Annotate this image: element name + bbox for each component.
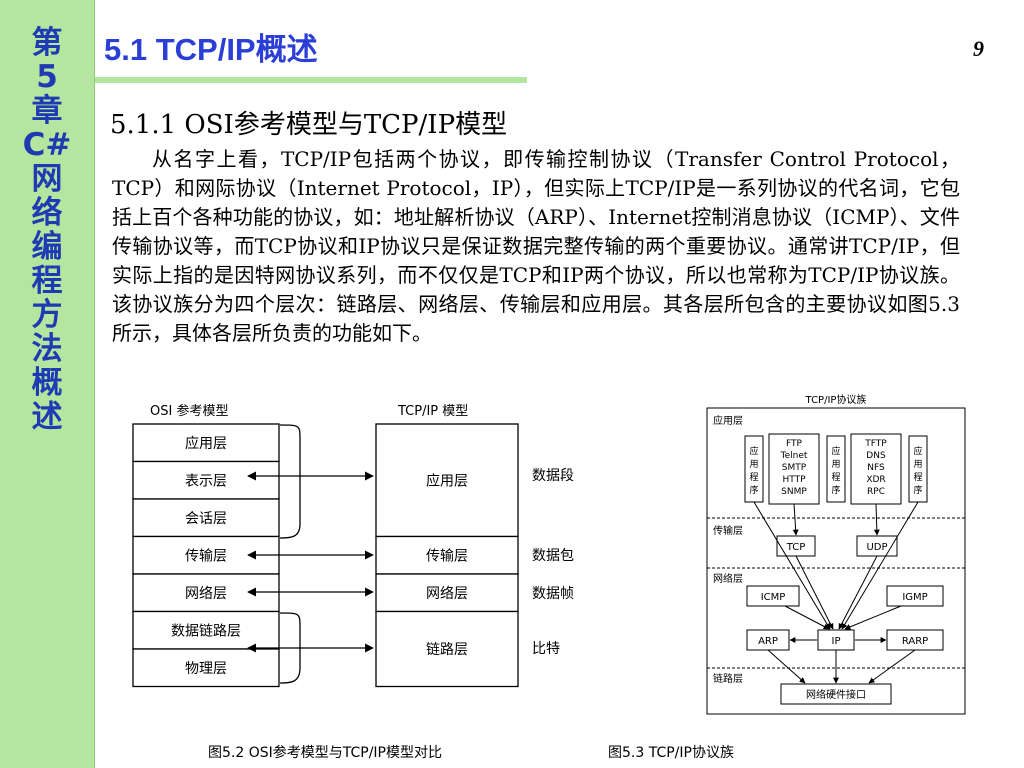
chapter-char: 章 — [31, 93, 63, 129]
osi-layer-label: 应用层 — [185, 435, 227, 452]
suite-frame — [706, 407, 966, 715]
osi-layer-label: 网络层 — [185, 586, 227, 602]
mapping-arrows — [247, 424, 374, 684]
section-heading: 5.1.1 OSI参考模型与TCP/IP模型 — [110, 110, 508, 140]
svg-text:TCP: TCP — [786, 542, 806, 553]
protocol-suite-title: TCP/IP协议族 — [805, 393, 867, 406]
osi-vs-tcpip-diagram: OSI 参考模型 TCP/IP 模型 应用层表示层会话层传输层网络层数据链路层物… — [132, 403, 574, 688]
svg-text:IP: IP — [832, 636, 841, 647]
osi-layer-box: 网络层 — [132, 573, 280, 613]
osi-layer-label: 表示层 — [185, 473, 227, 489]
osi-layer-box: 应用层 — [132, 423, 280, 463]
svg-text:应用程序: 应用程序 — [749, 445, 758, 496]
tcpip-model-title: TCP/IP 模型 — [397, 404, 468, 419]
figure-5-3-caption: 图5.3 TCP/IP协议族 — [608, 745, 734, 761]
chapter-char: 第 — [31, 25, 63, 61]
svg-text:应用程序: 应用程序 — [831, 445, 840, 496]
layer-label-transport: 传输层 — [713, 524, 743, 537]
svg-text:网络硬件接口: 网络硬件接口 — [806, 688, 866, 701]
body-paragraph: 从名字上看，TCP/IP包括两个协议，即传输控制协议（Transfer Cont… — [112, 147, 960, 345]
chapter-char: 方 — [31, 297, 63, 333]
tcpip-layer-label: 链路层 — [426, 642, 468, 658]
icmp-box: ICMP — [746, 585, 800, 607]
figure-5-2-caption: 图5.2 OSI参考模型与TCP/IP模型对比 — [208, 745, 442, 761]
app-program-box-2: 应用程序 — [826, 435, 846, 503]
chapter-char: 述 — [31, 399, 63, 435]
osi-layer-box: 数据链路层 — [132, 610, 280, 650]
svg-text:ICMP: ICMP — [761, 592, 786, 603]
osi-model-title: OSI 参考模型 — [150, 403, 228, 419]
chapter-char: 概 — [31, 365, 63, 401]
osi-layer-box: 会话层 — [132, 498, 280, 538]
ip-box: IP — [817, 629, 855, 651]
data-unit-label: 比特 — [532, 641, 560, 657]
osi-layer-box: 物理层 — [132, 648, 280, 688]
data-unit-label: 数据帧 — [532, 586, 574, 602]
tcpip-layer-box: 应用层 — [375, 423, 519, 538]
slide-title: 5.1 TCP/IP概述 — [104, 32, 318, 67]
osi-layer-label: 数据链路层 — [171, 623, 241, 639]
tcp-box: TCP — [776, 535, 816, 557]
protocol-arrows — [753, 501, 919, 684]
arp-box: ARP — [746, 629, 790, 651]
chapter-char: 络 — [31, 195, 63, 231]
app-program-box-1: 应用程序 — [744, 435, 764, 503]
hardware-interface-box: 网络硬件接口 — [780, 683, 892, 705]
tcpip-layer-box: 传输层 — [375, 535, 519, 575]
tcpip-layer-label: 传输层 — [426, 548, 468, 564]
title-underline — [95, 77, 527, 83]
svg-text:ARP: ARP — [758, 636, 778, 647]
osi-layer-label: 物理层 — [185, 661, 227, 677]
chapter-char: 编 — [31, 229, 63, 265]
svg-text:IGMP: IGMP — [902, 592, 927, 603]
tcpip-protocol-suite-diagram: TCP/IP协议族 应用层 传输层 网络层 链路层 应用程序 应用程序 应用程序… — [706, 393, 966, 715]
layer-label-link: 链路层 — [713, 672, 743, 685]
chapter-char: 5 — [36, 59, 58, 95]
tcpip-layer-box: 网络层 — [375, 573, 519, 613]
igmp-box: IGMP — [886, 585, 944, 607]
osi-layer-box: 表示层 — [132, 460, 280, 500]
rarp-box: RARP — [886, 629, 944, 651]
data-unit-label: 数据段 — [532, 468, 574, 484]
page-number: 9 — [973, 36, 984, 61]
tcpip-layer-box: 链路层 — [375, 610, 519, 688]
layer-label-network: 网络层 — [713, 572, 743, 585]
chapter-char: C# — [22, 127, 72, 163]
svg-text:RARP: RARP — [902, 636, 928, 647]
chapter-char: 网 — [31, 161, 63, 197]
osi-layer-label: 会话层 — [185, 511, 227, 527]
svg-text:UDP: UDP — [866, 542, 887, 553]
app-program-box-3: 应用程序 — [908, 435, 928, 503]
tcpip-layer-label: 网络层 — [426, 586, 468, 602]
svg-text:应用程序: 应用程序 — [913, 445, 922, 496]
osi-layer-label: 传输层 — [185, 548, 227, 564]
layer-label-application: 应用层 — [713, 414, 743, 427]
tcpip-layer-label: 应用层 — [426, 472, 468, 489]
udp-box: UDP — [856, 535, 898, 557]
chapter-char: 法 — [31, 331, 63, 367]
data-unit-label: 数据包 — [532, 548, 574, 564]
chapter-char: 程 — [31, 263, 63, 299]
